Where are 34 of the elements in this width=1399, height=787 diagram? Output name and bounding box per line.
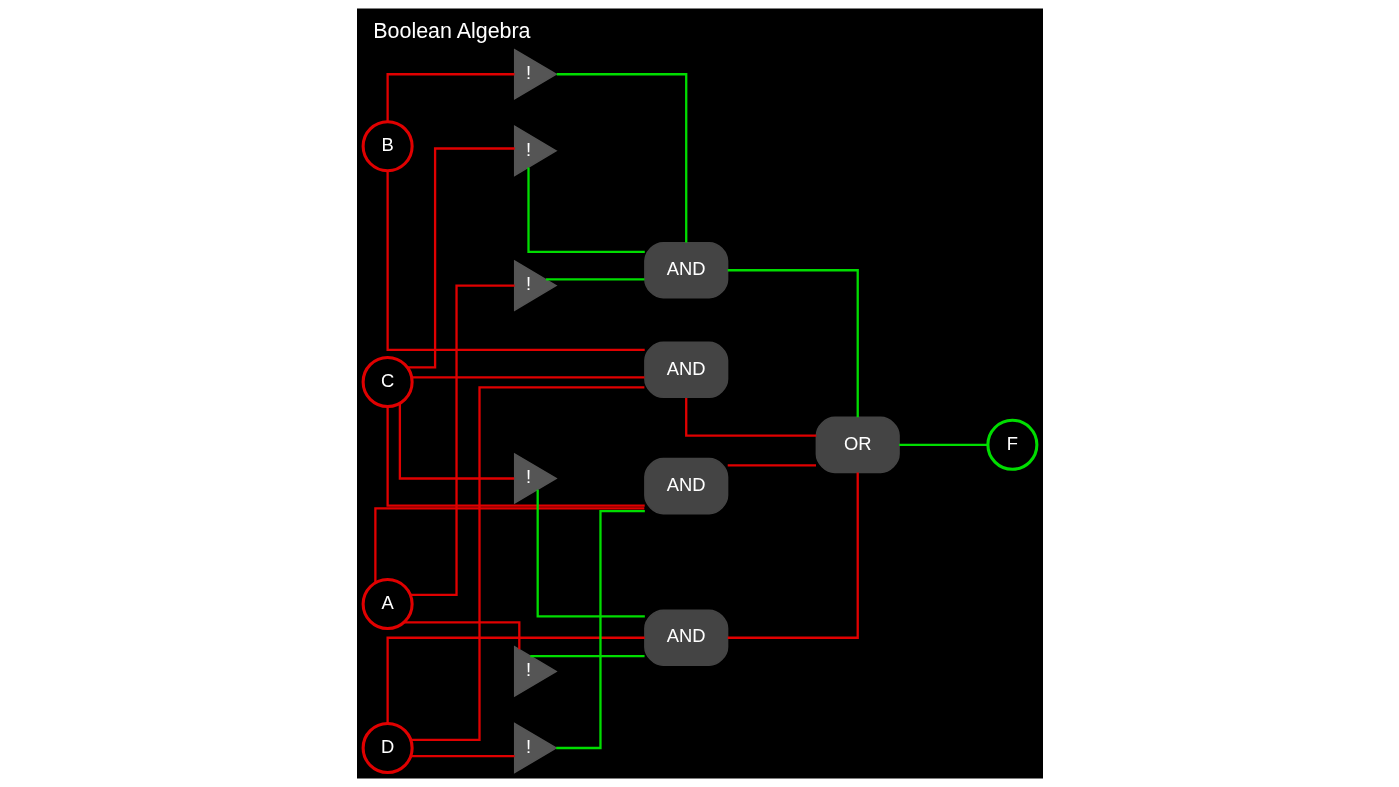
connector <box>536 489 645 618</box>
connector <box>398 403 514 480</box>
node-box: AND <box>643 609 728 667</box>
node-circle: A <box>361 578 414 631</box>
node-circle: B <box>361 120 414 173</box>
connector <box>386 73 514 122</box>
connector <box>403 621 520 650</box>
connector <box>727 269 859 418</box>
diagram-title: Boolean Algebra <box>372 18 531 43</box>
connector <box>684 398 816 437</box>
node-circle: C <box>361 356 414 409</box>
connector <box>555 509 645 750</box>
connector <box>410 284 515 596</box>
node-box: AND <box>643 241 728 299</box>
connector <box>407 147 515 369</box>
connector <box>727 472 859 639</box>
connector <box>386 636 645 723</box>
connector <box>898 443 988 446</box>
node-box: OR <box>815 416 900 474</box>
connector <box>556 73 687 243</box>
connector <box>727 464 816 467</box>
connector <box>529 654 645 658</box>
node-box: AND <box>643 457 728 515</box>
connector <box>410 386 644 741</box>
connector <box>526 167 645 253</box>
connector <box>410 755 515 758</box>
node-box: AND <box>643 341 728 399</box>
connector <box>386 407 645 507</box>
connector <box>373 507 644 583</box>
node-circle: D <box>361 721 414 774</box>
connector <box>411 376 644 379</box>
connector <box>386 170 645 351</box>
connector <box>545 278 644 281</box>
node-circle: F <box>985 418 1038 471</box>
